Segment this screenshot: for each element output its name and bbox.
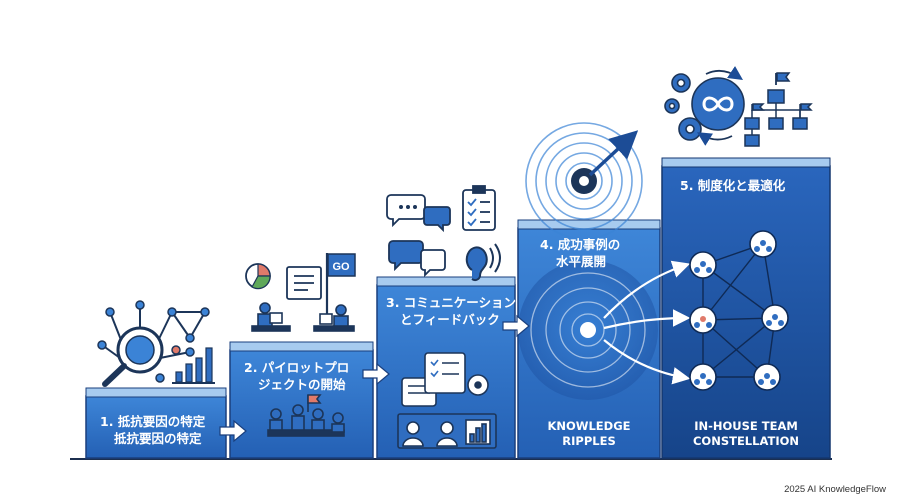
checklist-icon [462, 185, 496, 231]
team-meeting-icon [267, 394, 345, 437]
ripple-arrows [603, 260, 691, 385]
team-constellation [689, 230, 789, 391]
go-flag-icon [325, 253, 356, 320]
chat-bubble-icon [386, 194, 451, 278]
constellation-line1: IN-HOUSE TEAM [694, 419, 798, 433]
step-1-block [85, 387, 227, 459]
infinity-loop-icon [691, 66, 745, 146]
step-2-label: 2. パイロットプロ ジェクトの開始 [244, 359, 349, 393]
step-1-label: 1. 抵抗要因の特定 抵抗要因の特定 [100, 413, 205, 447]
step-5-block [661, 157, 831, 459]
arrow-2-icon [362, 362, 390, 386]
go-flag-text: GO [332, 261, 350, 273]
step-2-block [229, 341, 374, 459]
presentation-board-icon [286, 266, 322, 300]
step-4-line2: 水平展開 [556, 254, 607, 269]
ripple-center-icon [580, 322, 596, 338]
pie-chart-icon [245, 263, 271, 290]
desk-workers-icon [251, 302, 355, 332]
constellation-line2: CONSTELLATION [692, 434, 799, 448]
step-3-label: 3. コミュニケーション とフィードバック [386, 294, 516, 328]
step-5-label: 5. 制度化と最適化 [680, 177, 785, 194]
step-1-line2: 抵抗要因の特定 [114, 431, 202, 446]
step-4-label: 4. 成功事例の 水平展開 [540, 236, 620, 270]
magnifier-network-icon [97, 300, 210, 387]
chat-dots-icon [399, 205, 417, 209]
feedback-presenter-icon [397, 352, 497, 449]
step-5-line1: 5. 制度化と最適化 [680, 178, 786, 193]
constellation-caption: IN-HOUSE TEAM CONSTELLATION [668, 419, 824, 449]
arrow-3-icon [502, 314, 530, 338]
gears-icon [664, 73, 702, 141]
ear-listening-icon [465, 243, 501, 282]
knowledge-ripples-line1: KNOWLEDGE [547, 419, 631, 433]
bar-chart-icon [172, 347, 215, 384]
knowledge-ripples-line2: RIPPLES [562, 434, 616, 448]
step-2-line1: 2. パイロットプロ [244, 360, 350, 375]
arrow-1-icon [219, 419, 247, 443]
step-2-line2: ジェクトの開始 [258, 377, 346, 392]
target-arrow-icon [525, 122, 643, 240]
step-3-line2: とフィードバック [400, 312, 500, 327]
step-3-line1: 3. コミュニケーション [386, 295, 517, 310]
step-arrows [219, 314, 530, 443]
knowledge-ripples-caption: KNOWLEDGE RIPPLES [526, 419, 652, 449]
step-1-line1: 1. 抵抗要因の特定 [100, 414, 206, 429]
footer-credit: 2025 AI KnowledgeFlow [784, 484, 886, 495]
org-chart-icon [744, 72, 813, 147]
step-4-line1: 4. 成功事例の [540, 237, 621, 252]
